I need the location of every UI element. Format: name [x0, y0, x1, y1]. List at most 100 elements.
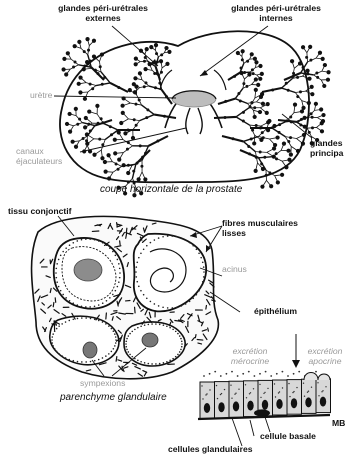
- gland-acinus: [127, 129, 130, 132]
- epithelial-dot: [56, 351, 58, 353]
- epithelial-dot: [72, 318, 74, 320]
- secretion-granule: [311, 387, 312, 388]
- epithelial-dot: [58, 325, 60, 327]
- gland-acinus: [322, 84, 326, 88]
- gland-acinus: [287, 158, 291, 162]
- gland-acinus: [144, 56, 147, 59]
- secretion-granule: [317, 382, 318, 383]
- gland-acinus: [140, 165, 143, 168]
- gland-acinus: [68, 129, 72, 133]
- epithelial-dot: [69, 300, 71, 302]
- epithelial-dot: [102, 357, 104, 359]
- secretion-droplet: [270, 375, 272, 377]
- epithelial-dot: [94, 318, 96, 320]
- epithelial-dot: [166, 361, 168, 363]
- epithelial-dot: [131, 331, 133, 333]
- epithelial-dot: [148, 363, 150, 365]
- label-glandes-principales-text: glandesprincipa: [310, 138, 343, 158]
- epithelial-dot: [144, 324, 146, 326]
- cell-nucleus: [320, 397, 326, 407]
- gland-acinus: [89, 83, 92, 86]
- label-acinus: acinus: [222, 264, 247, 274]
- cell-nucleus: [262, 400, 268, 410]
- secretion-granule: [292, 392, 293, 393]
- epithelial-dot: [125, 346, 127, 348]
- epithelial-dot: [146, 298, 148, 300]
- epithelial-dot: [163, 362, 165, 364]
- epithelial-dot: [179, 351, 181, 353]
- gland-acinus: [326, 78, 330, 82]
- epithelial-dot: [177, 354, 179, 356]
- secretion-granule: [230, 385, 231, 386]
- epithelial-dot: [65, 321, 67, 323]
- label-periurethral-external: glandes péri-urétralesexternes: [28, 3, 178, 23]
- gland-acinus: [315, 71, 318, 74]
- epithelial-dot: [172, 307, 174, 309]
- gland-acinus: [149, 45, 153, 49]
- epithelial-dot: [119, 272, 121, 274]
- gland-acinus: [104, 170, 108, 174]
- epithelial-dot: [198, 252, 200, 254]
- gland-acinus: [308, 45, 312, 49]
- gland-acinus: [71, 140, 75, 144]
- epithelial-dot: [169, 360, 171, 362]
- gland-acinus: [307, 77, 311, 81]
- gland-acinus: [98, 138, 101, 141]
- gland-acinus: [236, 51, 240, 55]
- gland-acinus: [154, 43, 158, 47]
- gland-acinus: [241, 58, 244, 61]
- gland-acinus: [285, 82, 288, 85]
- epithelial-dot: [140, 361, 142, 363]
- gland-acinus: [287, 89, 290, 92]
- gland-acinus: [258, 64, 262, 68]
- epithelial-dot: [138, 257, 140, 259]
- gland-acinus: [99, 65, 102, 68]
- secretion-droplet: [287, 375, 289, 377]
- secretion-granule: [202, 398, 203, 399]
- epithelial-dot: [98, 240, 100, 242]
- gland-acinus: [280, 173, 284, 177]
- gland-acinus: [133, 90, 137, 94]
- gland-acinus: [138, 98, 141, 101]
- gland-acinus: [258, 110, 262, 114]
- label-periurethral-external-text: glandes péri-urétralesexternes: [28, 3, 178, 23]
- gland-acinus: [103, 160, 107, 164]
- epithelial-dot: [172, 235, 174, 237]
- gland-acinus: [262, 136, 265, 139]
- epithelial-dot: [198, 290, 200, 292]
- gland-acinus: [134, 103, 137, 106]
- epithelial-dot: [162, 306, 164, 308]
- epithelial-dot: [163, 324, 165, 326]
- gland-acinus: [138, 71, 142, 75]
- gland-acinus: [251, 68, 254, 71]
- cell-nucleus: [276, 399, 282, 409]
- gland-acinus: [265, 174, 268, 177]
- cell-nucleus: [218, 402, 224, 412]
- secretion-droplet: [298, 371, 300, 373]
- gland-acinus: [278, 123, 281, 126]
- epithelial-dot: [158, 305, 160, 307]
- gland-acinus: [305, 69, 309, 73]
- gland-acinus: [275, 152, 278, 155]
- epithelial-dot: [175, 331, 177, 333]
- gland-acinus: [237, 92, 240, 95]
- gland-acinus: [242, 111, 245, 114]
- label-sympexions: sympexions: [80, 378, 125, 388]
- gland-acinus: [106, 153, 110, 157]
- epithelial-dot: [125, 343, 127, 345]
- epithelial-dot: [154, 303, 156, 305]
- epithelial-dot: [129, 333, 131, 335]
- epithelial-dot: [150, 242, 152, 244]
- gland-acinus: [311, 126, 314, 129]
- gland-acinus: [146, 108, 149, 111]
- gland-acinus: [128, 88, 132, 92]
- gland-acinus: [163, 115, 166, 118]
- epithelial-dot: [155, 363, 157, 365]
- epithelial-dot: [56, 263, 58, 265]
- apocrine-bleb: [318, 374, 330, 380]
- gland-acinus: [78, 90, 82, 94]
- gland-acinus: [100, 117, 103, 120]
- gland-acinus: [145, 47, 149, 51]
- epithelial-dot: [140, 252, 142, 254]
